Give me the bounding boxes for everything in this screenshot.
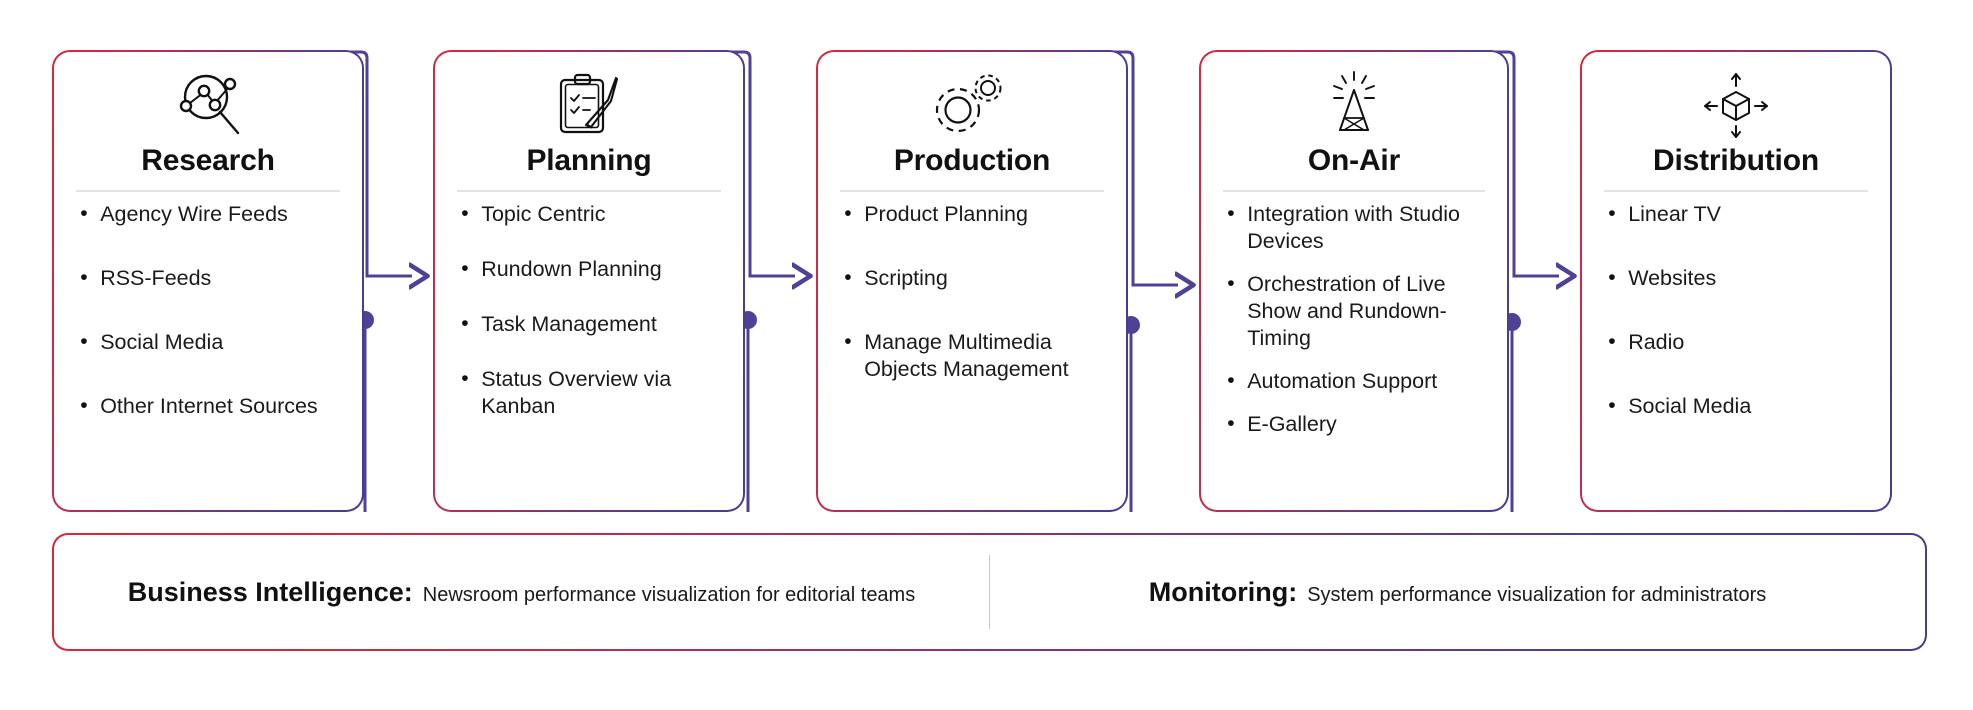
magnifier-network-icon [170, 68, 246, 142]
list-item: Radio [1608, 328, 1868, 356]
list-item: Automation Support [1227, 367, 1485, 395]
list-item: Topic Centric [461, 200, 721, 228]
list-item: Scripting [844, 264, 1104, 292]
stage-bullet-list: Product Planning Scripting Manage Multim… [840, 200, 1104, 420]
list-item: E-Gallery [1227, 410, 1485, 438]
stage-bullet-list: Agency Wire Feeds RSS-Feeds Social Media… [76, 200, 340, 457]
monitoring-label: Monitoring: [1148, 576, 1298, 607]
stage-title: On-Air [1307, 144, 1401, 178]
title-divider [457, 190, 721, 192]
business-intelligence-label: Business Intelligence: [127, 576, 413, 607]
title-divider [76, 190, 340, 192]
stage-title: Research [141, 144, 275, 178]
broadcast-tower-icon [1318, 68, 1390, 142]
bottom-bar-divider [988, 555, 991, 629]
list-item: Orchestration of Live Show and Rundown-T… [1227, 270, 1485, 352]
stage-card-distribution[interactable]: Distribution Linear TV Websites Radio So… [1580, 50, 1892, 512]
list-item: Rundown Planning [461, 255, 721, 283]
clipboard-pencil-icon [553, 68, 625, 142]
stage-title: Planning [526, 144, 652, 178]
list-item: Task Management [461, 310, 721, 338]
stage-card-onair[interactable]: On-Air Integration with Studio Devices O… [1199, 50, 1509, 512]
stage-bullet-list: Topic Centric Rundown Planning Task Mana… [457, 200, 721, 448]
business-intelligence-cell[interactable]: Business Intelligence: Newsroom performa… [54, 577, 989, 608]
title-divider [1604, 190, 1868, 192]
business-intelligence-description: Newsroom performance visualization for e… [422, 583, 916, 606]
list-item: Social Media [1608, 392, 1868, 420]
title-divider [1223, 190, 1485, 192]
gears-icon [932, 68, 1012, 142]
stage-title: Distribution [1653, 144, 1819, 178]
stage-bullet-list: Integration with Studio Devices Orchestr… [1223, 200, 1485, 454]
list-item: Linear TV [1608, 200, 1868, 228]
list-item: RSS-Feeds [80, 264, 340, 292]
list-item: Status Overview via Kanban [461, 365, 721, 420]
stage-card-planning[interactable]: Planning Topic Centric Rundown Planning … [433, 50, 745, 512]
list-item: Product Planning [844, 200, 1104, 228]
list-item: Social Media [80, 328, 340, 356]
stage-bullet-list: Linear TV Websites Radio Social Media [1604, 200, 1868, 457]
list-item: Other Internet Sources [80, 392, 340, 420]
stage-title: Production [893, 144, 1051, 178]
monitoring-cell[interactable]: Monitoring: System performance visualiza… [990, 577, 1925, 608]
list-item: Integration with Studio Devices [1227, 200, 1485, 255]
list-item: Manage Multimedia Objects Management [844, 328, 1104, 383]
stage-card-research[interactable]: Research Agency Wire Feeds RSS-Feeds Soc… [52, 50, 364, 512]
stage-cards-row: Research Agency Wire Feeds RSS-Feeds Soc… [52, 50, 1927, 512]
stage-card-production[interactable]: Production Product Planning Scripting Ma… [816, 50, 1128, 512]
cube-arrows-icon [1697, 68, 1775, 142]
monitoring-description: System performance visualization for adm… [1307, 583, 1767, 606]
list-item: Agency Wire Feeds [80, 200, 340, 228]
list-item: Websites [1608, 264, 1868, 292]
title-divider [840, 190, 1104, 192]
bottom-capability-bar: Business Intelligence: Newsroom performa… [52, 533, 1927, 651]
